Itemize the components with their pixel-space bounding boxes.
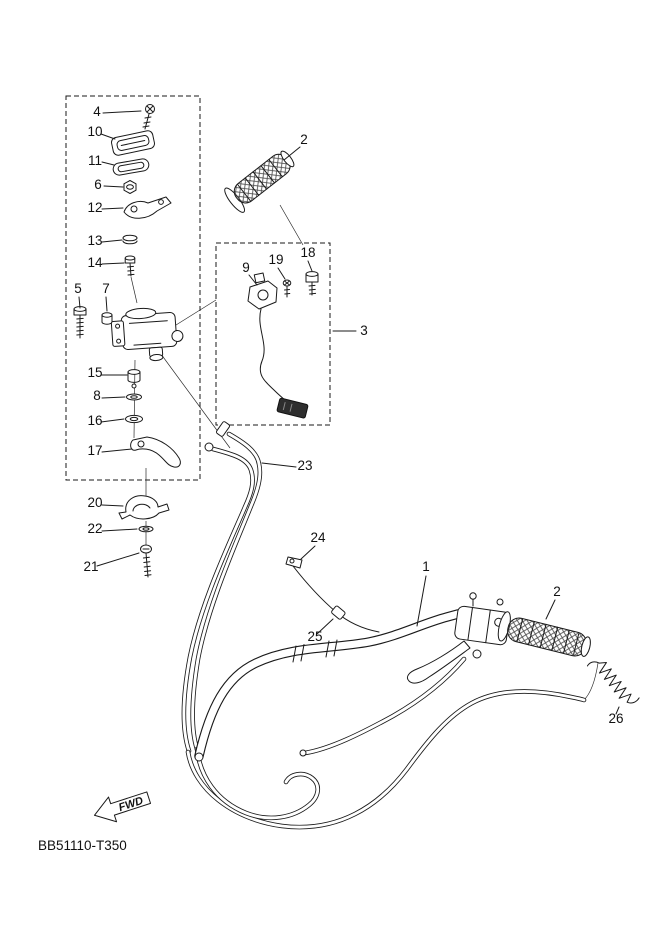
callout-19: 19 <box>268 252 283 267</box>
leader-lines <box>78 110 620 715</box>
parts-group-box-switch <box>215 242 331 426</box>
callout-3: 3 <box>360 323 368 338</box>
callout-9: 9 <box>242 260 250 275</box>
switch-wire <box>259 308 288 403</box>
callout-15: 15 <box>87 365 102 380</box>
callout-26: 26 <box>608 711 623 726</box>
part-2-grip-top <box>224 150 295 213</box>
part-17-lever <box>130 436 181 468</box>
callout-22: 22 <box>87 521 102 536</box>
part-1-handlebar <box>194 609 463 762</box>
parts-group-box-left <box>65 95 201 481</box>
callout-20: 20 <box>87 495 102 510</box>
callout-24: 24 <box>310 530 326 545</box>
part-10-cap <box>111 130 155 156</box>
cable-end-fitting <box>204 442 214 452</box>
callout-21: 21 <box>83 559 98 574</box>
part-11-diaphragm <box>112 158 150 176</box>
part-2-grip-right <box>497 611 591 657</box>
part-12-bracket <box>123 196 172 219</box>
part-15-piston <box>127 369 141 389</box>
master-cylinder <box>110 307 184 362</box>
callout-10: 10 <box>87 124 102 139</box>
handlebar-clamp-marks <box>292 639 338 663</box>
throttle-housing <box>406 592 510 684</box>
callout-7: 7 <box>102 281 110 296</box>
part-21-bolt <box>140 544 152 578</box>
callout-12: 12 <box>87 200 102 215</box>
starter-cable <box>285 556 380 633</box>
callout-2-top: 2 <box>300 132 308 147</box>
callout-18: 18 <box>300 245 315 260</box>
callout-11: 11 <box>88 153 102 168</box>
part-7-spacer <box>101 312 113 325</box>
callout-25: 25 <box>307 629 322 644</box>
callout-5: 5 <box>74 281 82 296</box>
cable-end-fitting <box>299 749 307 757</box>
part-26-spring <box>586 661 640 704</box>
part-16-washer <box>125 414 143 424</box>
callout-1: 1 <box>422 559 430 574</box>
part-20-clamp <box>118 495 170 520</box>
wire-connector <box>276 397 309 419</box>
callout-6: 6 <box>94 177 102 192</box>
part-9-switch <box>247 272 309 419</box>
cable-end-fitting <box>215 421 231 437</box>
callout-23: 23 <box>297 458 312 473</box>
fwd-arrow: FWD <box>93 791 152 823</box>
part-4-screw <box>142 104 155 130</box>
part-8-washer <box>126 393 142 401</box>
part-22-washer <box>138 525 154 533</box>
part-18-bolt <box>305 271 319 296</box>
callout-labels: 4 10 11 6 12 13 14 5 7 15 8 16 17 2 9 19… <box>74 104 623 726</box>
callout-16: 16 <box>87 413 102 428</box>
brake-lever-right <box>406 640 471 684</box>
part-25-adjuster <box>331 605 346 620</box>
callout-8: 8 <box>93 388 101 403</box>
callout-14: 14 <box>87 255 103 270</box>
handlebar-end <box>194 752 204 762</box>
callout-2-right: 2 <box>553 584 561 599</box>
part-14-bolt <box>124 255 136 277</box>
diagram-code: BB51110-T350 <box>38 838 127 853</box>
fwd-label: FWD <box>117 795 145 814</box>
callout-4: 4 <box>93 104 101 119</box>
part-19-screw <box>282 279 292 298</box>
control-cables <box>181 421 587 830</box>
callout-17: 17 <box>87 443 102 458</box>
part-13-washer <box>122 234 138 245</box>
part-6-nut <box>123 180 137 194</box>
callout-13: 13 <box>87 233 102 248</box>
part-5-bolt <box>73 306 87 339</box>
